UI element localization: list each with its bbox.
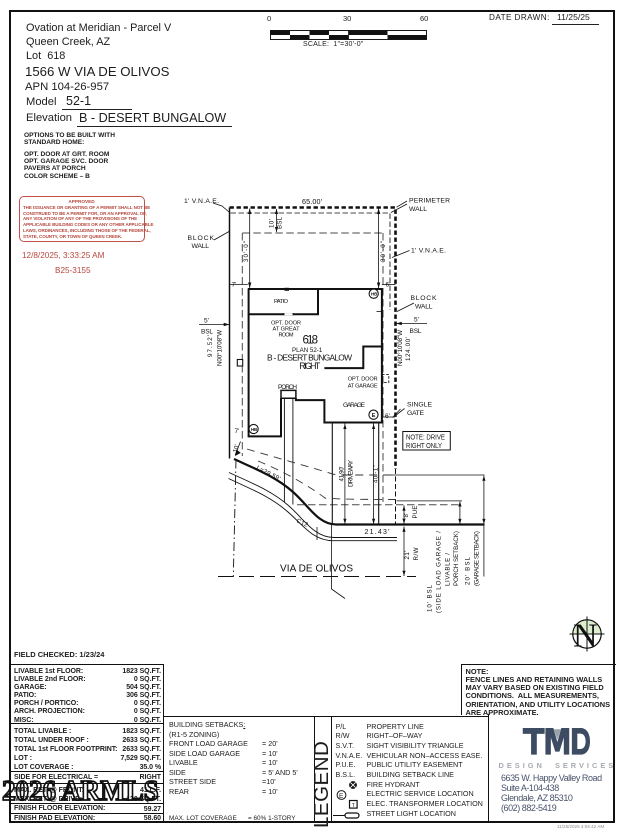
- svg-text:21': 21': [404, 551, 411, 560]
- svg-text:VIA DE OLIVOS: VIA DE OLIVOS: [280, 564, 353, 575]
- svg-text:5': 5': [414, 317, 419, 324]
- svg-text:E: E: [372, 413, 376, 419]
- svg-text:HB: HB: [251, 427, 257, 432]
- svg-text:30'-0": 30'-0": [243, 241, 250, 262]
- svg-text:5': 5': [204, 318, 209, 325]
- svg-text:SINGLE: SINGLE: [407, 402, 432, 409]
- svg-text:RIGHT ONLY: RIGHT ONLY: [406, 443, 442, 450]
- svg-text:NOTE: DRIVE: NOTE: DRIVE: [406, 435, 445, 442]
- svg-text:10': 10': [232, 444, 241, 454]
- svg-text:L=29.59': L=29.59': [255, 465, 281, 483]
- svg-text:30'-0": 30'-0": [380, 241, 387, 262]
- svg-text:PATIO: PATIO: [274, 299, 288, 305]
- svg-text:PORCH: PORCH: [278, 384, 297, 391]
- svg-text:(GARAGE SETBACK): (GARAGE SETBACK): [474, 531, 481, 586]
- svg-text:B - DESERT BUNGALOW: B - DESERT BUNGALOW: [267, 353, 352, 363]
- svg-text:21.43': 21.43': [365, 529, 390, 536]
- svg-text:N00°10'08"W: N00°10'08"W: [217, 330, 224, 366]
- svg-text:10': 10': [269, 219, 276, 228]
- svg-text:40'-1": 40'-1": [373, 465, 380, 483]
- svg-text:GATE: GATE: [407, 410, 424, 417]
- svg-text:OPT. DOOR: OPT. DOOR: [348, 377, 378, 383]
- svg-text:BLOCK: BLOCK: [411, 295, 437, 302]
- svg-text:65.00': 65.00': [302, 197, 323, 206]
- svg-text:AT GREAT: AT GREAT: [273, 327, 301, 333]
- svg-text:20' BSL: 20' BSL: [465, 556, 472, 585]
- svg-text:10' BSL: 10' BSL: [427, 584, 434, 612]
- svg-text:RIGHT: RIGHT: [299, 361, 321, 371]
- svg-text:41.90': 41.90': [339, 467, 346, 482]
- svg-text:C12: C12: [295, 517, 309, 528]
- svg-text:PERIMETER: PERIMETER: [409, 198, 450, 205]
- svg-text:6': 6': [386, 282, 391, 289]
- svg-text:OPT. DOOR: OPT. DOOR: [271, 321, 301, 327]
- svg-text:1' V.N.A.E.: 1' V.N.A.E.: [184, 198, 219, 205]
- svg-text:GARAGE: GARAGE: [343, 402, 365, 409]
- svg-text:HB: HB: [371, 292, 377, 297]
- svg-text:PORCH SETBACK): PORCH SETBACK): [453, 531, 460, 586]
- svg-text:DRIVEWAY: DRIVEWAY: [348, 460, 355, 487]
- svg-text:618: 618: [303, 335, 319, 347]
- svg-text:(SIDE LOAD GARAGE /: (SIDE LOAD GARAGE /: [436, 531, 443, 613]
- svg-text:N00°10'08"W: N00°10'08"W: [397, 330, 404, 366]
- svg-text:AT GARAGE: AT GARAGE: [348, 384, 378, 390]
- svg-text:R/W: R/W: [413, 547, 420, 560]
- svg-text:1' V.N.A.E.: 1' V.N.A.E.: [411, 248, 446, 255]
- svg-text:BLOCK: BLOCK: [188, 235, 215, 242]
- svg-text:7': 7': [232, 282, 237, 289]
- svg-text:PUE: PUE: [412, 506, 419, 519]
- svg-text:6': 6': [385, 413, 390, 420]
- svg-text:ROOM: ROOM: [279, 333, 294, 339]
- svg-text:7': 7': [235, 428, 240, 435]
- svg-text:N: N: [573, 618, 598, 655]
- svg-text:97.52': 97.52': [207, 335, 214, 357]
- svg-text:8': 8': [403, 513, 410, 518]
- svg-text:BSL: BSL: [201, 329, 213, 336]
- svg-text:E: E: [339, 792, 344, 799]
- svg-text:BSL: BSL: [410, 328, 422, 335]
- svg-text:WALL: WALL: [192, 243, 210, 250]
- svg-text:WALL: WALL: [409, 206, 427, 213]
- svg-text:LIVABLE /: LIVABLE /: [445, 553, 452, 586]
- svg-text:WALL: WALL: [415, 304, 433, 311]
- svg-text:124.00': 124.00': [405, 337, 412, 361]
- svg-text:PLAN 52-1: PLAN 52-1: [292, 347, 323, 354]
- svg-text:T: T: [351, 802, 354, 808]
- svg-text:BSL: BSL: [277, 216, 284, 229]
